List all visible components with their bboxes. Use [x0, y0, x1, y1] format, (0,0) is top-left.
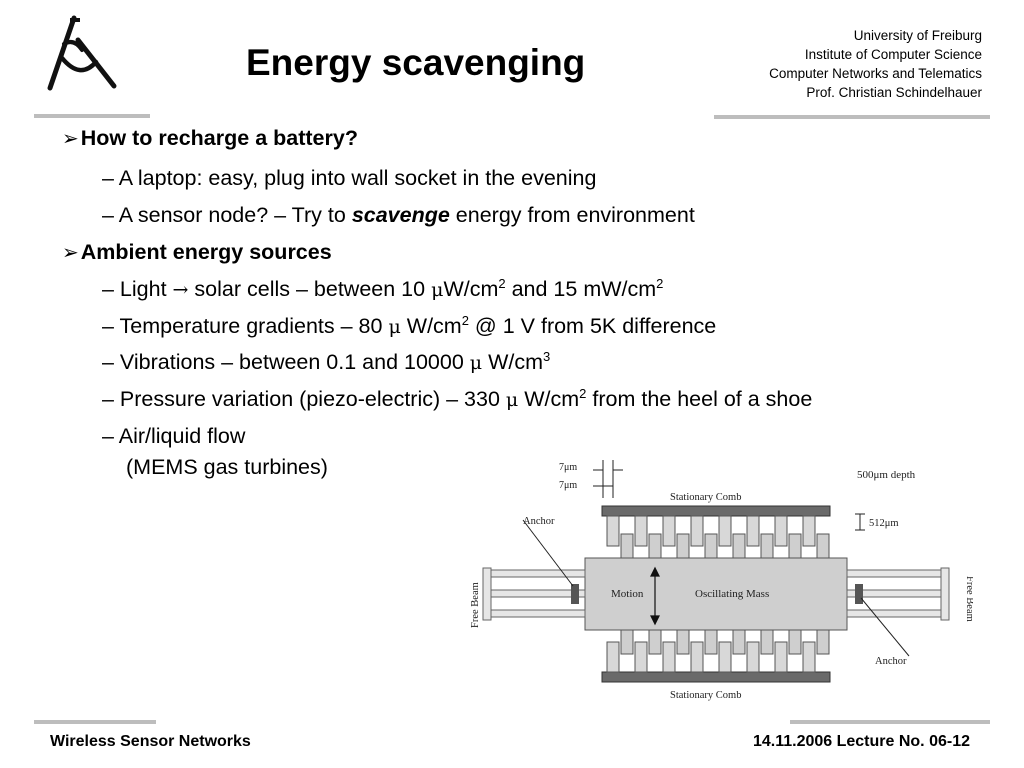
institution-line: Prof. Christian Schindelhauer	[806, 85, 982, 100]
anchor-label-left: Anchor	[523, 516, 555, 527]
sub-bullet-continuation: (MEMS gas turbines)	[126, 455, 328, 479]
anchor-label-right: Anchor	[875, 656, 907, 667]
header-rule-right	[714, 115, 990, 119]
superscript: 2	[461, 313, 469, 328]
text: – Vibrations – between 0.1 and 10000	[102, 350, 470, 374]
sub-bullet: – Air/liquid flow	[102, 424, 246, 448]
free-beam-label-right: Free Beam	[964, 576, 973, 622]
bullet-heading-text: Ambient energy sources	[80, 240, 332, 264]
sub-bullet: – Pressure variation (piezo-electric) – …	[102, 387, 812, 412]
free-beam-right	[846, 567, 950, 621]
text: W/cm	[400, 314, 462, 338]
sub-bullet: – Vibrations – between 0.1 and 10000 μ W…	[102, 350, 550, 375]
dimension-marks	[522, 460, 910, 657]
bullet-heading: ➢How to recharge a battery?	[62, 126, 358, 151]
text: W/cm	[443, 277, 499, 301]
bottom-stationary-teeth	[606, 641, 816, 673]
sub-bullet: – Light → solar cells – between 10 μW/cm…	[102, 277, 663, 302]
footer-date-lecture: 14.11.2006 Lecture No. 06-12	[752, 733, 970, 750]
sub-bullet: – Temperature gradients – 80 μ W/cm2 @ 1…	[102, 314, 716, 339]
free-beam-label-left: Free Beam	[470, 582, 481, 628]
right-arrow-icon: →	[172, 279, 189, 301]
text: – Pressure variation (piezo-electric) – …	[102, 387, 506, 411]
height-label: 512μm	[869, 518, 899, 529]
superscript: 2	[498, 276, 506, 291]
text: @ 1 V from 5K difference	[468, 314, 717, 338]
university-logo	[47, 15, 117, 91]
stationary-comb-top	[601, 505, 831, 517]
sub-bullet: – A laptop: easy, plug into wall socket …	[102, 166, 597, 190]
superscript: 3	[543, 349, 551, 364]
stationary-comb-top-label: Stationary Comb	[670, 492, 741, 503]
mu-symbol: μ	[505, 389, 519, 411]
footer-rule-right	[790, 720, 990, 724]
free-beam-left	[482, 567, 586, 621]
gap-label-1: 7μm	[559, 462, 577, 473]
text: W/cm	[518, 387, 580, 411]
bullet-heading: ➢Ambient energy sources	[62, 240, 332, 265]
superscript: 2	[579, 386, 587, 401]
text: – Light	[102, 277, 173, 301]
text: – A sensor node? – Try to	[102, 203, 352, 227]
sub-bullet: – A sensor node? – Try to scavenge energ…	[102, 203, 695, 228]
moving-teeth-top	[620, 533, 830, 559]
header-rule-left	[34, 114, 150, 118]
anchor-block-right	[855, 584, 863, 604]
oscillating-mass	[584, 557, 848, 631]
motion-label: Motion	[611, 588, 644, 600]
text: from the heel of a shoe	[586, 387, 813, 411]
institution-line: Institute of Computer Science	[804, 47, 982, 62]
anchor-block-left	[571, 584, 579, 604]
mems-comb-diagram: 7μm 7μm 500μm depth Stationary Comb Stat…	[465, 458, 973, 704]
institution-line: Computer Networks and Telematics	[769, 66, 982, 81]
superscript: 2	[656, 276, 664, 291]
bullet-arrow-icon: ➢	[62, 128, 79, 150]
bullet-arrow-icon: ➢	[62, 242, 79, 264]
emphasis: scavenge	[351, 203, 450, 227]
bullet-heading-text: How to recharge a battery?	[80, 126, 358, 150]
gap-label-2: 7μm	[559, 480, 577, 491]
depth-label: 500μm depth	[857, 469, 916, 481]
mu-symbol: μ	[388, 316, 401, 338]
stationary-comb-bottom-label: Stationary Comb	[670, 690, 741, 701]
text: – Temperature gradients – 80	[102, 314, 389, 338]
motion-arrow-icon	[650, 566, 660, 626]
top-stationary-teeth	[606, 515, 816, 547]
moving-teeth-bottom	[620, 629, 830, 655]
footer-course-title: Wireless Sensor Networks	[50, 733, 251, 750]
text: energy from environment	[449, 203, 695, 227]
mu-symbol: μ	[469, 352, 483, 374]
page-title: Energy scavenging	[246, 42, 586, 83]
text: solar cells – between 10	[188, 277, 432, 301]
text: and 15 mW/cm	[505, 277, 657, 301]
mu-symbol: μ	[431, 279, 444, 301]
stationary-comb-bottom	[601, 671, 831, 683]
institution-block: University of Freiburg Institute of Comp…	[769, 26, 982, 102]
oscillating-mass-label: Oscillating Mass	[695, 588, 769, 600]
text: W/cm	[482, 350, 544, 374]
institution-line: University of Freiburg	[853, 28, 982, 43]
footer-rule-left	[34, 720, 156, 724]
